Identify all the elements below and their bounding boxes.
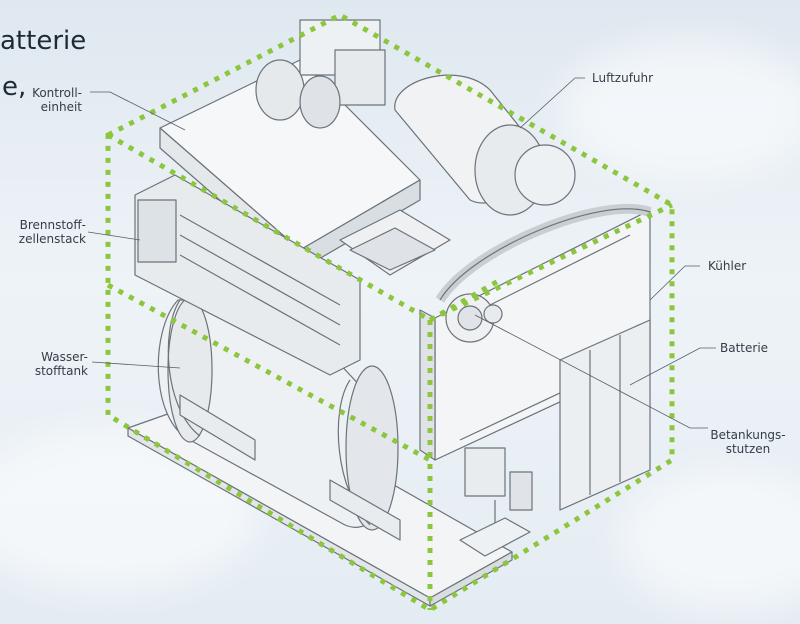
leader-brennstoff	[87, 231, 141, 241]
leader-luftzufuhr	[519, 77, 585, 129]
leader-kuehler	[649, 265, 700, 301]
label-betankung-line-1: Betankungs-	[710, 428, 786, 442]
label-wasserstoff-line-1: Wasser-	[41, 350, 88, 364]
cloud	[620, 470, 800, 610]
leader-lines	[87, 77, 716, 429]
label-kuehler: Kühler	[708, 259, 747, 273]
label-wasserstoff-line-2: stofftank	[34, 364, 88, 378]
label-brennstoffzellenstack: Brennstoff- zellenstack	[0, 218, 86, 246]
outer-box-top-edge	[106, 132, 674, 323]
label-kontrolleinheit-line-1: Kontroll-	[32, 86, 82, 100]
label-luftzufuhr: Luftzufuhr	[592, 71, 654, 85]
leader-batterie	[629, 347, 716, 386]
leader-kontrolleinheit	[90, 91, 186, 131]
tank-end-right	[345, 365, 399, 531]
label-betankung-line-2: stutzen	[725, 442, 771, 456]
label-batterie: Batterie	[720, 341, 769, 355]
dotted-outline	[105, 12, 675, 613]
leader-betankung	[474, 314, 708, 429]
label-brennstoff-line-1: Brennstoff-	[19, 218, 86, 232]
background-heading-fragment-1: atterie	[0, 26, 87, 56]
label-wasserstofftank: Wasser- stofftank	[10, 350, 88, 378]
inner-divider-lower	[106, 282, 432, 463]
cloud	[560, 40, 800, 180]
label-kontrolleinheit: Kontroll- einheit	[20, 86, 82, 114]
leader-wasserstoff	[91, 361, 181, 369]
inner-divider-upper	[428, 277, 502, 323]
background-heading-fragment-2: e,	[2, 72, 27, 102]
label-betankungsstutzen: Betankungs- stutzen	[700, 428, 796, 456]
battery	[559, 319, 651, 511]
machine-line-art	[127, 19, 652, 607]
label-kontrolleinheit-line-2: einheit	[40, 100, 82, 114]
label-brennstoff-line-2: zellenstack	[18, 232, 86, 246]
